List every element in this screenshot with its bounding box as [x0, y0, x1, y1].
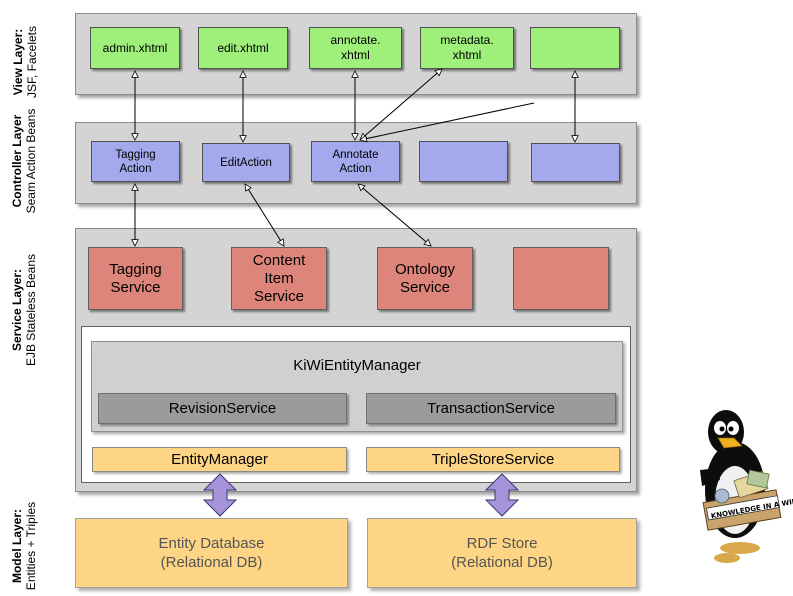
- controller-action-empty-1: [419, 141, 508, 182]
- view-page-empty: [530, 27, 620, 69]
- service-tagging: Tagging Service: [88, 247, 183, 310]
- entity-manager: EntityManager: [92, 447, 347, 472]
- controller-edit-action: EditAction: [202, 143, 290, 182]
- rdf-store: RDF Store (Relational DB): [367, 518, 637, 588]
- layer-label-service-subtitle: EJB Stateless Beans: [24, 253, 38, 367]
- triple-store-service: TripleStoreService: [366, 447, 620, 472]
- layer-label-model: Model Layer: Entities + Triples: [10, 496, 38, 596]
- kiwi-entity-manager-title: KiWiEntityManager: [293, 356, 421, 374]
- entity-database: Entity Database (Relational DB): [75, 518, 348, 588]
- view-page-metadata: metadata. xhtml: [420, 27, 514, 69]
- view-page-admin: admin.xhtml: [90, 27, 180, 69]
- layer-label-controller-subtitle: Seam Action Beans: [24, 108, 38, 214]
- layer-label-service: Service Layer: EJB Stateless Beans: [10, 250, 38, 370]
- layer-label-service-title: Service Layer:: [10, 268, 24, 352]
- layer-label-model-title: Model Layer:: [10, 509, 24, 584]
- transaction-service: TransactionService: [366, 393, 616, 424]
- service-ontology: Ontology Service: [377, 247, 473, 310]
- service-content-item: Content Item Service: [231, 247, 327, 310]
- layer-label-controller-title: Controller Layer: [10, 114, 24, 208]
- mascot-banner-text: KNOWLEDGE IN A WIKI: [710, 497, 793, 521]
- service-empty: [513, 247, 609, 310]
- layer-label-model-subtitle: Entities + Triples: [24, 501, 38, 591]
- controller-annotate-action: Annotate Action: [311, 141, 400, 182]
- controller-tagging-action: Tagging Action: [91, 141, 180, 182]
- controller-action-empty-2: [531, 143, 620, 182]
- view-page-edit: edit.xhtml: [198, 27, 288, 69]
- penguin-mascot-icon: KNOWLEDGE IN A WIKI: [700, 410, 793, 563]
- view-page-annotate: annotate. xhtml: [309, 27, 402, 69]
- revision-service: RevisionService: [98, 393, 347, 424]
- layer-label-controller: Controller Layer Seam Action Beans: [10, 91, 38, 231]
